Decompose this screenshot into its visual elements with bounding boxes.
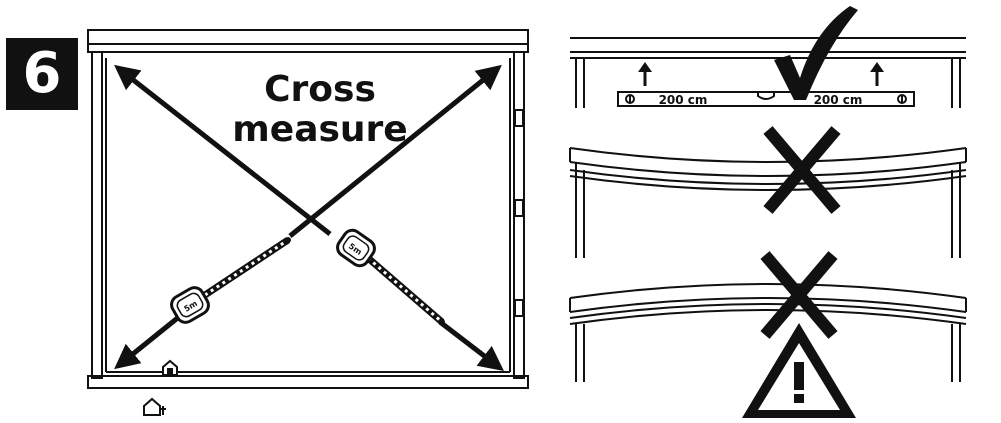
panel-bowed-beam (569, 283, 967, 382)
hinge-1 (514, 109, 524, 127)
arrow-top-right (288, 64, 502, 238)
house-icon (162, 359, 178, 376)
tape-measure-right (336, 228, 445, 325)
frame-left-post (91, 51, 103, 379)
beam-top-3 (569, 283, 967, 299)
panel-sagging-beam (569, 147, 967, 258)
cross-measure-heading: Cross measure (220, 70, 420, 150)
beam-top-2 (569, 147, 967, 163)
arrow-bottom-right (438, 320, 504, 372)
arrow-top-left (114, 64, 332, 236)
level-bubble (757, 92, 775, 100)
up-arrows (638, 62, 884, 86)
frame-top-rail (87, 29, 529, 53)
heading-line-1: Cross (264, 69, 376, 110)
tape-measure-left (170, 237, 291, 324)
hinge-2 (514, 199, 524, 217)
level-label-left: 200 cm (659, 93, 708, 107)
cross-mark-icon-2 (760, 251, 838, 339)
diagonal-arrows (114, 64, 504, 372)
step-number-badge: 6 (6, 38, 78, 110)
house-outline-icon (143, 397, 166, 416)
panel-level-ok (570, 37, 966, 108)
check-mark-icon (774, 6, 858, 100)
hinge-3 (514, 299, 524, 317)
level-label-right: 200 cm (814, 93, 863, 107)
warning-triangle-icon (742, 323, 856, 418)
arrow-bottom-left (114, 310, 187, 370)
frame-bottom-rail (87, 375, 529, 389)
heading-line-2: measure (232, 109, 408, 150)
window-frame (87, 29, 529, 389)
cross-mark-icon (763, 126, 841, 214)
